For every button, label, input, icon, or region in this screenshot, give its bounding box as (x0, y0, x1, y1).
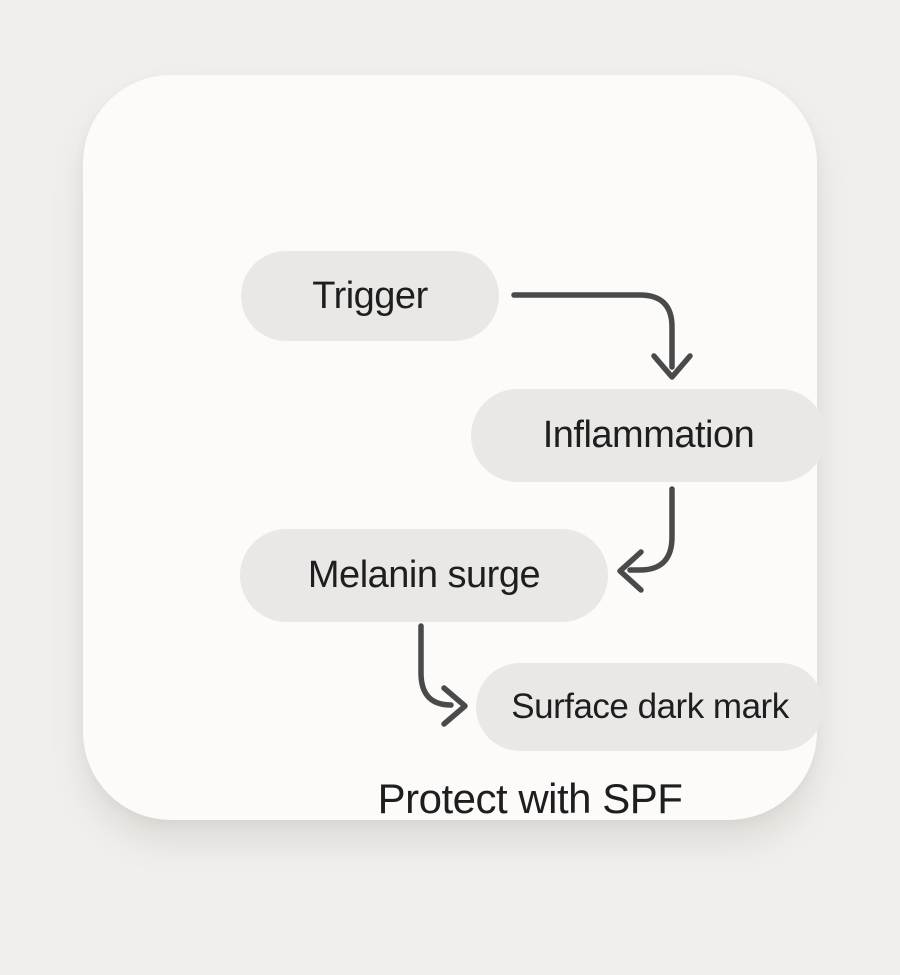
flow-node-melanin-surge: Melanin surge (240, 529, 608, 622)
flow-node-inflammation-label: Inflammation (542, 414, 755, 456)
edge-trigger-to-inflammation-arrow-icon (511, 292, 693, 380)
flow-node-melanin-surge-label: Melanin surge (307, 554, 541, 596)
flow-node-trigger: Trigger (241, 251, 499, 341)
edge-melanin-to-surface-arrow-icon (418, 623, 468, 727)
flow-node-surface-dark-mark-label: Surface dark mark (511, 687, 789, 726)
diagram-card: Trigger Inflammation Melanin surge Surfa… (83, 75, 826, 822)
flow-node-surface-dark-mark: Surface dark mark (476, 663, 824, 751)
flow-node-inflammation: Inflammation (471, 389, 826, 482)
flow-connectors (418, 292, 693, 727)
diagram-caption: Protect with SPF (377, 775, 683, 822)
flow-node-trigger-label: Trigger (312, 274, 428, 317)
edge-inflammation-to-melanin-arrow-icon (617, 486, 675, 593)
diagram-stage: Trigger Inflammation Melanin surge Surfa… (83, 75, 826, 822)
